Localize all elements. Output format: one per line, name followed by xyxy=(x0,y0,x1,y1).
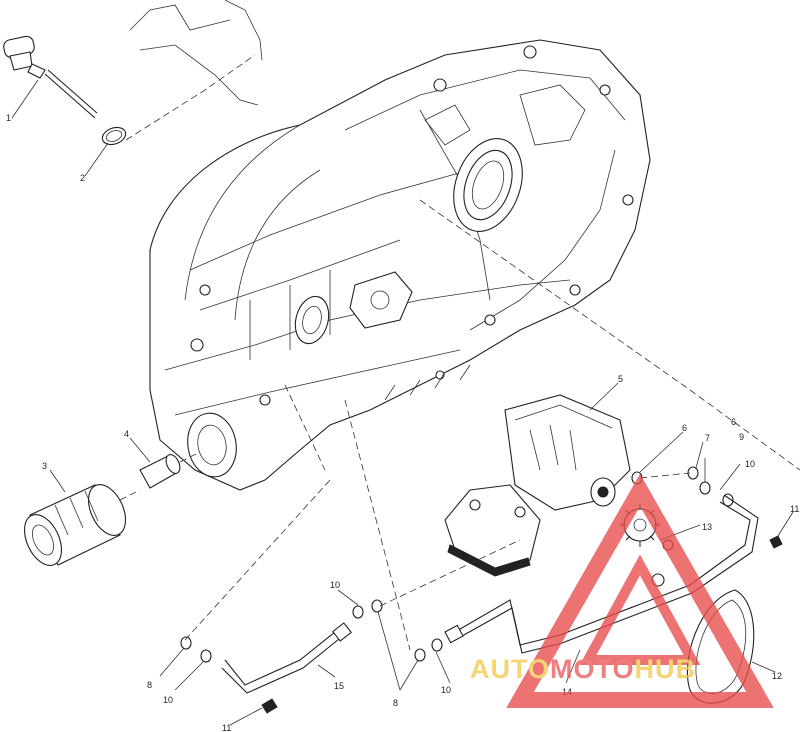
callout-6b: 6 xyxy=(731,417,736,427)
callout-13: 13 xyxy=(702,522,712,532)
callout-labels: 1 2 3 4 5 6 6 7 8 8 9 10 10 10 10 11 11 … xyxy=(6,113,799,732)
callout-9: 9 xyxy=(739,432,744,442)
callout-5: 5 xyxy=(618,374,623,384)
washers-bottom xyxy=(180,599,443,663)
callout-10b: 10 xyxy=(330,580,340,590)
oil-pump xyxy=(444,394,631,577)
callout-10a: 10 xyxy=(745,459,755,469)
watermark-text: AUTOMOTOHUB xyxy=(470,654,696,684)
callout-11a: 11 xyxy=(222,723,231,732)
callout-10d: 10 xyxy=(441,685,451,695)
oil-filter xyxy=(23,484,127,566)
callout-11b: 11 xyxy=(790,504,799,514)
callout-8b: 8 xyxy=(393,698,398,708)
callout-15: 15 xyxy=(334,681,344,691)
callout-4: 4 xyxy=(124,429,129,439)
watermark-triangle xyxy=(506,473,774,708)
callout-3: 3 xyxy=(42,461,47,471)
callout-10c: 10 xyxy=(163,695,173,705)
callout-7: 7 xyxy=(705,433,710,443)
oil-line-15 xyxy=(221,622,352,714)
crankcase-housing xyxy=(149,39,651,491)
o-ring xyxy=(101,126,127,146)
oil-line-14 xyxy=(444,494,759,654)
watermark-inner-triangle xyxy=(579,554,701,665)
filter-fitting xyxy=(139,454,181,489)
callout-12: 12 xyxy=(772,671,782,681)
callout-1: 1 xyxy=(6,113,11,123)
dipstick xyxy=(3,35,98,119)
watermark-logo: AUTOMOTOHUB xyxy=(470,473,774,708)
callout-8a: 8 xyxy=(147,680,152,690)
callout-2: 2 xyxy=(80,173,85,183)
callout-6a: 6 xyxy=(682,423,687,433)
